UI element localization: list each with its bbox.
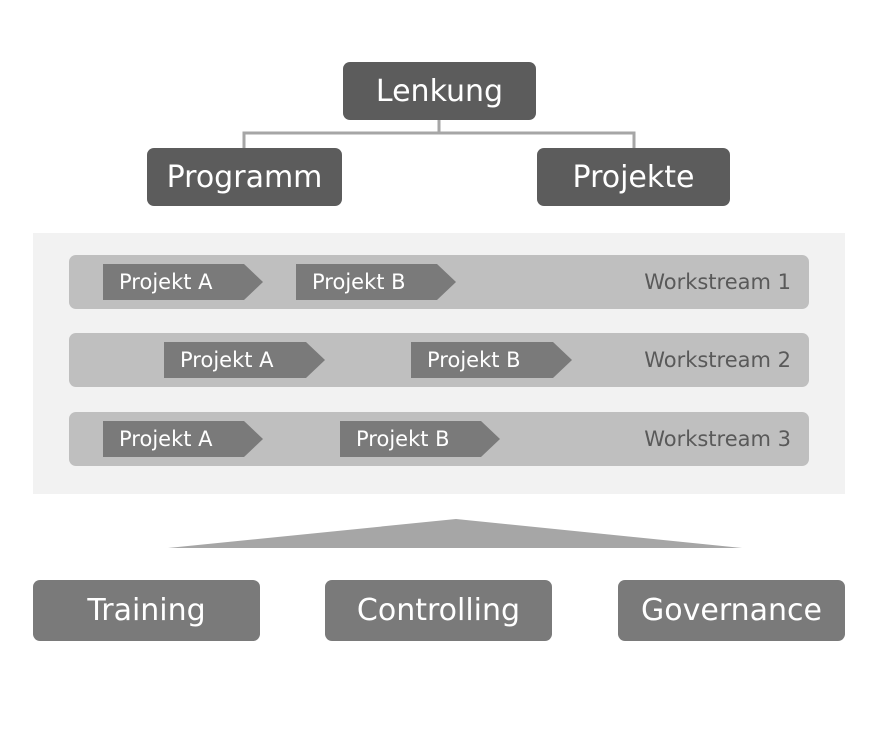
- training-label: Training: [87, 593, 206, 628]
- controlling-box: Controlling: [325, 580, 552, 641]
- workstream-panel: Projekt A Projekt B Workstream 1 Projekt…: [33, 233, 845, 494]
- workstream-2-projekt-b: Projekt B: [411, 342, 572, 378]
- programm-label: Programm: [166, 159, 323, 195]
- workstream-row-3: Projekt A Projekt B Workstream 3: [69, 412, 809, 466]
- projekte-box: Projekte: [537, 148, 730, 206]
- programm-box: Programm: [147, 148, 342, 206]
- chevron-label: Projekt A: [119, 427, 213, 451]
- workstream-3-projekt-b: Projekt B: [340, 421, 500, 457]
- chevron-label: Projekt B: [356, 427, 450, 451]
- lenkung-box: Lenkung: [343, 62, 536, 120]
- chevron-label: Projekt B: [427, 348, 521, 372]
- chevron-label: Projekt A: [180, 348, 274, 372]
- governance-box: Governance: [618, 580, 845, 641]
- training-box: Training: [33, 580, 260, 641]
- chevron-label: Projekt A: [119, 270, 213, 294]
- workstream-row-2: Projekt A Projekt B Workstream 2: [69, 333, 809, 387]
- workstream-row-1: Projekt A Projekt B Workstream 1: [69, 255, 809, 309]
- chevron-label: Projekt B: [312, 270, 406, 294]
- workstream-3-label: Workstream 3: [644, 427, 791, 451]
- governance-label: Governance: [641, 593, 822, 628]
- projekte-label: Projekte: [572, 159, 695, 195]
- workstream-2-label: Workstream 2: [644, 348, 791, 372]
- workstream-3-projekt-a: Projekt A: [103, 421, 263, 457]
- workstream-1-projekt-b: Projekt B: [296, 264, 456, 300]
- workstream-1-projekt-a: Projekt A: [103, 264, 263, 300]
- workstream-1-label: Workstream 1: [644, 270, 791, 294]
- workstream-2-projekt-a: Projekt A: [164, 342, 325, 378]
- controlling-label: Controlling: [356, 593, 521, 628]
- lenkung-label: Lenkung: [375, 73, 504, 109]
